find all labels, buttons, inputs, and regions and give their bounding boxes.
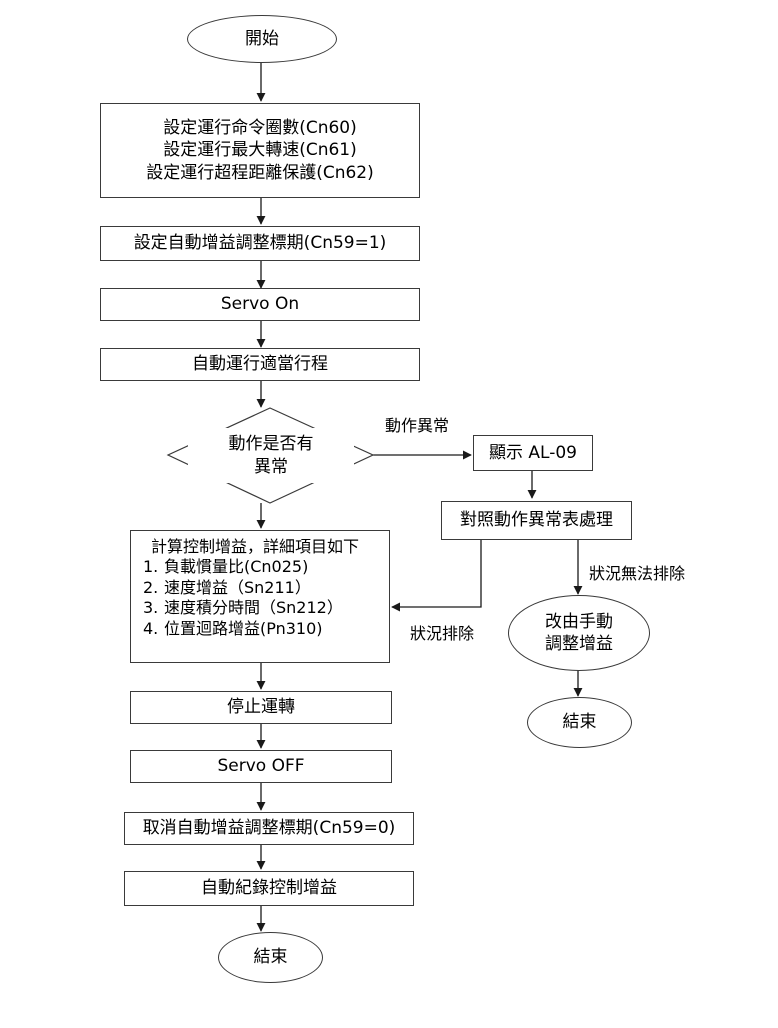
- node-servo-on[interactable]: Servo On: [100, 288, 420, 321]
- node-start[interactable]: 開始: [187, 15, 337, 63]
- node-calc-gain-items: 1. 負載慣量比(Cn025) 2. 速度增益（Sn211） 3. 速度積分時間…: [143, 557, 389, 639]
- list-item: 1. 負載慣量比(Cn025): [143, 557, 389, 577]
- list-item-text: 速度積分時間（Sn212）: [164, 598, 343, 618]
- node-servo-off[interactable]: Servo OFF: [130, 750, 392, 783]
- edge-label-cannot-clear: 狀況無法排除: [589, 564, 686, 583]
- list-item-number: 4.: [143, 618, 159, 638]
- edge-table-feedback-to-calc: [391, 540, 482, 612]
- node-end-main[interactable]: 結束: [218, 932, 323, 983]
- list-item-number: 1.: [143, 557, 159, 577]
- node-show-alarm[interactable]: 顯示 AL-09: [473, 435, 593, 471]
- list-item: 3. 速度積分時間（Sn212）: [143, 598, 389, 618]
- node-clear-autogain-flag-label: 取消自動增益調整標期(Cn59=0): [142, 818, 396, 839]
- node-decision-abnormal-label: 動作是否有 異常: [228, 434, 314, 477]
- node-clear-autogain-flag[interactable]: 取消自動增益調整標期(Cn59=0): [124, 812, 414, 845]
- list-item-number: 2.: [143, 577, 159, 597]
- list-item-number: 3.: [143, 598, 159, 618]
- node-decision-abnormal[interactable]: 動作是否有 異常: [188, 428, 354, 483]
- edge-label-abnormal: 動作異常: [385, 416, 450, 435]
- node-check-table-label: 對照動作異常表處理: [460, 510, 613, 531]
- node-calc-gain-heading: 計算控制增益，詳細項目如下: [151, 537, 360, 556]
- node-start-label: 開始: [245, 28, 279, 49]
- node-end-main-label: 結束: [253, 947, 288, 968]
- list-item: 4. 位置迴路增益(Pn310): [143, 619, 389, 639]
- node-set-autogain-flag[interactable]: 設定自動增益調整標期(Cn59=1): [100, 226, 420, 261]
- node-check-table[interactable]: 對照動作異常表處理: [441, 501, 632, 540]
- node-calc-gain[interactable]: 計算控制增益，詳細項目如下 1. 負載慣量比(Cn025) 2. 速度增益（Sn…: [130, 530, 390, 663]
- node-auto-record[interactable]: 自動紀錄控制增益: [124, 871, 414, 906]
- node-manual-tune[interactable]: 改由手動 調整增益: [508, 595, 650, 671]
- node-setup-params[interactable]: 設定運行命令圈數(Cn60) 設定運行最大轉速(Cn61) 設定運行超程距離保護…: [100, 103, 420, 198]
- node-stop-run[interactable]: 停止運轉: [130, 691, 392, 724]
- node-manual-tune-label: 改由手動 調整增益: [545, 611, 613, 654]
- node-auto-record-label: 自動紀錄控制增益: [201, 878, 337, 899]
- node-end-right[interactable]: 結束: [527, 697, 632, 748]
- node-auto-run-label: 自動運行適當行程: [192, 354, 328, 375]
- list-item-text: 負載慣量比(Cn025): [164, 557, 309, 577]
- node-end-right-label: 結束: [562, 712, 597, 733]
- node-servo-on-label: Servo On: [220, 294, 300, 315]
- list-item-text: 位置迴路增益(Pn310): [164, 618, 323, 638]
- node-set-autogain-flag-label: 設定自動增益調整標期(Cn59=1): [133, 233, 387, 254]
- node-servo-off-label: Servo OFF: [217, 756, 305, 777]
- node-show-alarm-label: 顯示 AL-09: [489, 442, 577, 463]
- edge-label-cleared: 狀況排除: [410, 624, 475, 643]
- node-auto-run[interactable]: 自動運行適當行程: [100, 348, 420, 381]
- list-item: 2. 速度增益（Sn211）: [143, 578, 389, 598]
- list-item-text: 速度增益（Sn211）: [164, 577, 311, 597]
- node-setup-params-label: 設定運行命令圈數(Cn60) 設定運行最大轉速(Cn61) 設定運行超程距離保護…: [146, 117, 374, 183]
- node-stop-run-label: 停止運轉: [227, 697, 295, 718]
